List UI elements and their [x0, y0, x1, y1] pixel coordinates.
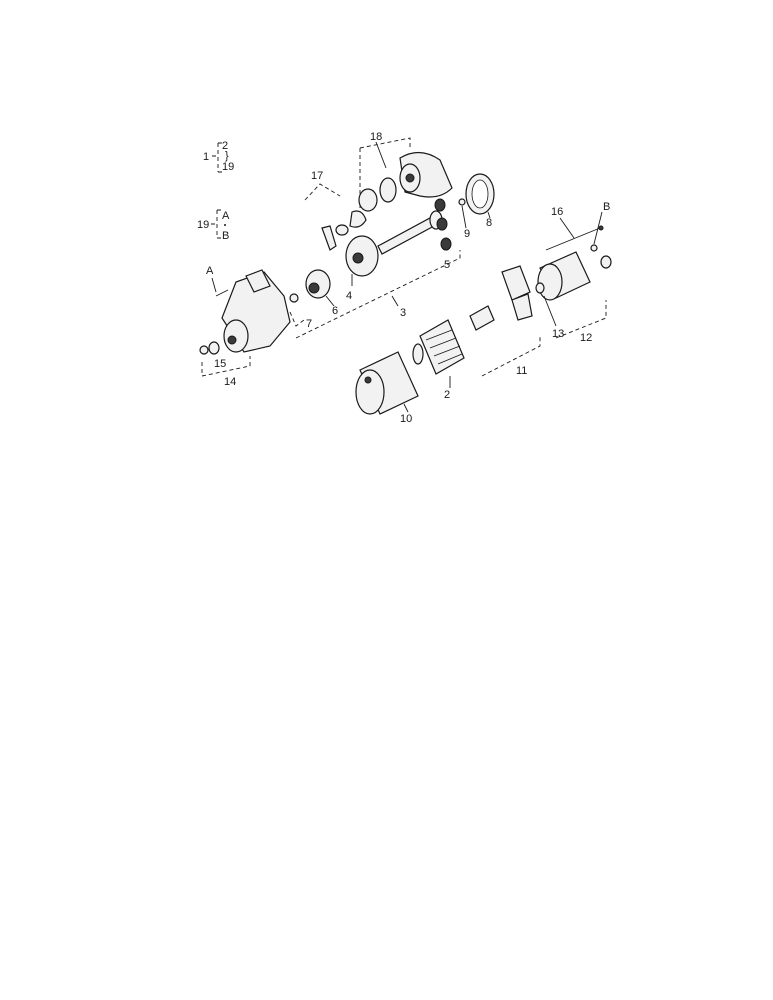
group-note-1: 1 2 } 19: [203, 140, 234, 173]
pinion-teeth: [308, 282, 320, 294]
label-16: 16: [551, 206, 563, 218]
solenoid-assembly: 18: [358, 131, 453, 222]
brush-plate: [469, 305, 495, 331]
lever-shoe: [349, 210, 367, 228]
end-cap: [600, 255, 612, 269]
planetary-gears: 5: [434, 198, 452, 271]
housing-bushing: [227, 335, 237, 345]
note-2-item-a: A: [222, 210, 230, 222]
shaft: [377, 217, 435, 255]
label-10: 10: [400, 413, 412, 425]
leader-13: [543, 295, 557, 327]
brush-spring: [511, 293, 533, 321]
leader-10: [403, 403, 409, 413]
gear-hub: [352, 252, 364, 264]
yoke-bolt-hole: [364, 376, 372, 384]
note-1-ellipsis: }: [225, 150, 229, 162]
gear-1: [434, 198, 446, 212]
solenoid-washer: [379, 177, 397, 203]
bracket-11: [481, 336, 541, 377]
solenoid-plunger: [405, 173, 415, 183]
label-14: 14: [224, 376, 236, 388]
label-9: 9: [464, 228, 470, 240]
note-2-item-b: B: [222, 230, 229, 242]
gear-2: [436, 217, 448, 231]
through-bolt: 16 B: [545, 201, 610, 252]
brush-holder: 11: [469, 265, 541, 377]
label-7: 7: [306, 318, 312, 330]
leader-8: [487, 211, 491, 219]
lever-pin: [335, 224, 349, 236]
housing-ear: [245, 269, 271, 293]
solenoid-spring: [358, 188, 378, 212]
brush-frame: [501, 265, 531, 301]
label-6: 6: [332, 305, 338, 317]
field-yoke: 10: [355, 351, 419, 425]
leader-18: [375, 141, 387, 169]
bolt-a: [215, 289, 229, 297]
label-b: B: [603, 201, 610, 213]
armature-commutator: [412, 343, 424, 365]
washer-9: [458, 198, 466, 206]
end-frame-face: [537, 263, 563, 301]
note-1-item-2: 2: [222, 140, 228, 152]
leader-16: [559, 217, 575, 239]
note-1-label: 1: [203, 151, 209, 163]
leader-b: [593, 211, 603, 245]
bushing-15: [208, 341, 220, 355]
drive-shaft-group: 3 4: [295, 210, 461, 339]
ring-gear: 8 9: [458, 173, 495, 240]
drive-housing: A 15 14: [199, 265, 291, 388]
leader-9: [461, 205, 467, 229]
washer-14: [199, 345, 209, 355]
drive-lever: 17: [304, 170, 367, 251]
label-17: 17: [311, 170, 323, 182]
note-2-dot: [224, 224, 226, 226]
label-13: 13: [552, 328, 564, 340]
bracket-7: [289, 311, 305, 327]
note-2-bracket: [211, 209, 222, 239]
lever-arm: [321, 225, 337, 251]
note-1-bracket: [212, 142, 224, 173]
pinion-clutch: 6 7: [289, 269, 338, 330]
bracket-12: [555, 300, 607, 339]
label-18: 18: [370, 131, 382, 143]
label-a: A: [206, 265, 214, 277]
leader-6: [325, 295, 335, 307]
label-4: 4: [346, 290, 352, 302]
label-12: 12: [580, 332, 592, 344]
bolt-16: [545, 227, 601, 251]
ring-inner: [471, 179, 489, 209]
leader-3: [391, 295, 399, 307]
label-15: 15: [214, 358, 226, 370]
pinion-body: [305, 269, 331, 299]
yoke-face: [355, 369, 385, 415]
armature-core: [419, 319, 465, 375]
label-3: 3: [400, 307, 406, 319]
leader-a: [211, 277, 217, 293]
shaft-bracket: [295, 250, 461, 339]
lever-bracket: [304, 183, 341, 201]
label-11: 11: [516, 365, 527, 377]
group-note-2: 19 A B: [197, 209, 230, 242]
clip-ring: [289, 293, 299, 303]
note-2-label: 19: [197, 219, 209, 231]
housing-nose: [223, 319, 249, 353]
bracket-14: [201, 356, 251, 377]
label-8: 8: [486, 217, 492, 229]
note-1-item-19: 19: [222, 161, 234, 173]
armature-windings: [425, 329, 463, 365]
label-2: 2: [444, 389, 450, 401]
screw-b: [590, 244, 598, 252]
gear-3: [440, 237, 452, 251]
bolt-16-head: [598, 225, 604, 231]
commutator-end-frame: 13 12: [535, 251, 612, 344]
bushing-13: [535, 282, 545, 294]
armature: 2: [412, 319, 465, 401]
label-5: 5: [444, 259, 450, 271]
